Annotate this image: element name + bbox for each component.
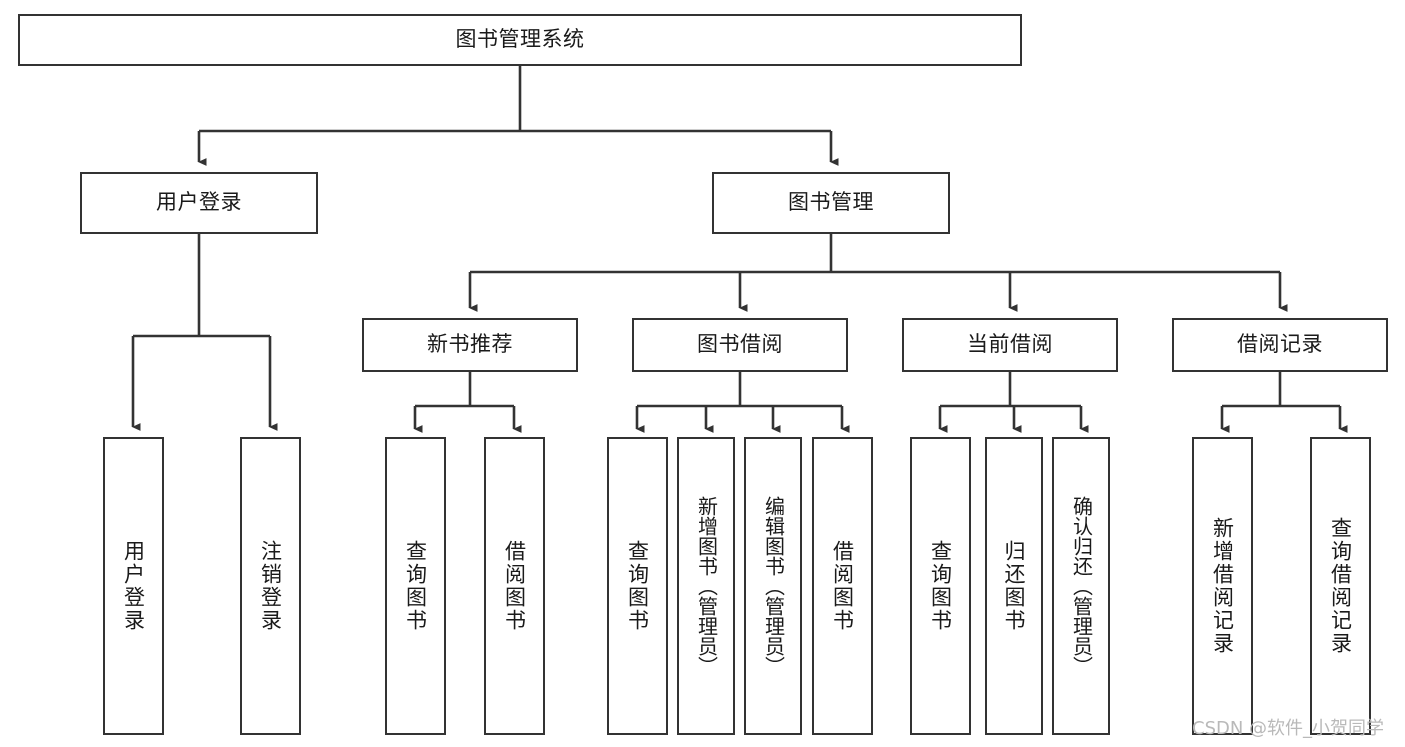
node-borrow-record[interactable]: 借阅记录 bbox=[1172, 318, 1388, 372]
node-leaf-return-book-label: 归还图书 bbox=[1002, 540, 1027, 632]
node-new-book-recommend-label: 新书推荐 bbox=[427, 332, 513, 357]
node-leaf-add-borrow-record[interactable]: 新增借阅记录 bbox=[1192, 437, 1253, 735]
node-current-borrow[interactable]: 当前借阅 bbox=[902, 318, 1118, 372]
node-root[interactable]: 图书管理系统 bbox=[18, 14, 1022, 66]
csdn-watermark: CSDN @软件_小贺同学 bbox=[1192, 718, 1385, 739]
node-current-borrow-label: 当前借阅 bbox=[967, 332, 1053, 357]
node-leaf-borrow-book-2[interactable]: 借阅图书 bbox=[812, 437, 873, 735]
node-book-manage-label: 图书管理 bbox=[788, 190, 874, 215]
node-leaf-user-login-label: 用户登录 bbox=[121, 540, 146, 632]
node-user-login-label: 用户登录 bbox=[156, 190, 242, 215]
node-leaf-edit-book-admin-label: 编辑图书（管理员） bbox=[761, 496, 786, 676]
node-leaf-add-book-admin[interactable]: 新增图书（管理员） bbox=[677, 437, 735, 735]
node-leaf-confirm-return-admin-label: 确认归还（管理员） bbox=[1069, 496, 1094, 676]
node-leaf-borrow-book-1-label: 借阅图书 bbox=[502, 540, 527, 632]
node-leaf-add-book-admin-label: 新增图书（管理员） bbox=[694, 496, 719, 676]
node-leaf-edit-book-admin[interactable]: 编辑图书（管理员） bbox=[744, 437, 802, 735]
node-leaf-query-book-1-label: 查询图书 bbox=[403, 540, 428, 632]
node-leaf-query-borrow-record-label: 查询借阅记录 bbox=[1328, 517, 1353, 655]
node-leaf-query-book-3-label: 查询图书 bbox=[928, 540, 953, 632]
node-user-login[interactable]: 用户登录 bbox=[80, 172, 318, 234]
node-root-label: 图书管理系统 bbox=[455, 27, 585, 52]
node-leaf-query-book-1[interactable]: 查询图书 bbox=[385, 437, 446, 735]
node-leaf-borrow-book-2-label: 借阅图书 bbox=[830, 540, 855, 632]
node-leaf-confirm-return-admin[interactable]: 确认归还（管理员） bbox=[1052, 437, 1110, 735]
node-book-manage[interactable]: 图书管理 bbox=[712, 172, 950, 234]
node-leaf-return-book[interactable]: 归还图书 bbox=[985, 437, 1043, 735]
node-new-book-recommend[interactable]: 新书推荐 bbox=[362, 318, 578, 372]
node-leaf-logout-label: 注销登录 bbox=[258, 540, 283, 632]
node-borrow-record-label: 借阅记录 bbox=[1237, 332, 1323, 357]
node-leaf-query-book-2[interactable]: 查询图书 bbox=[607, 437, 668, 735]
node-leaf-borrow-book-1[interactable]: 借阅图书 bbox=[484, 437, 545, 735]
node-book-borrow[interactable]: 图书借阅 bbox=[632, 318, 848, 372]
node-leaf-logout[interactable]: 注销登录 bbox=[240, 437, 301, 735]
node-leaf-user-login[interactable]: 用户登录 bbox=[103, 437, 164, 735]
node-leaf-query-book-3[interactable]: 查询图书 bbox=[910, 437, 971, 735]
node-book-borrow-label: 图书借阅 bbox=[697, 332, 783, 357]
node-leaf-query-borrow-record[interactable]: 查询借阅记录 bbox=[1310, 437, 1371, 735]
node-leaf-add-borrow-record-label: 新增借阅记录 bbox=[1210, 517, 1235, 655]
node-leaf-query-book-2-label: 查询图书 bbox=[625, 540, 650, 632]
